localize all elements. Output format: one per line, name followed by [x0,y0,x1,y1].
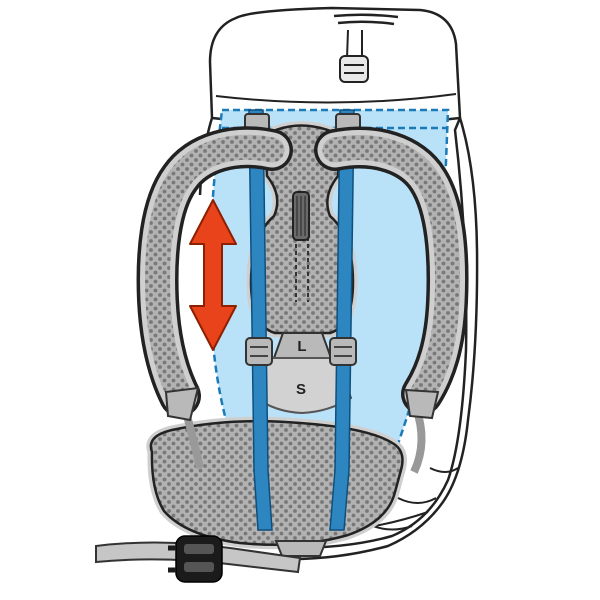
adjustment-arrow-shape [189,199,237,351]
strap-end-hardware [164,386,440,474]
lid-panel [208,6,462,127]
hip-belt-buckle-icon [168,535,223,583]
right-blue-strap [329,109,355,531]
left-ladderlock [245,337,273,366]
lid-seam [215,93,457,104]
right-strap-adjuster [404,388,440,420]
pad-dashed-slot [295,230,309,302]
left-strap-adjuster [164,386,200,422]
lid-top-strap-buckle [339,29,369,83]
adjustment-arrow [189,199,237,351]
left-blue-strap [248,109,273,531]
size-large-label: L [297,338,306,355]
lid-handle [333,13,399,26]
size-small-label: S [296,381,306,398]
shoulder-straps [136,126,469,417]
top-buckle-icon [339,55,369,83]
blue-webbing-straps [248,109,355,531]
lumbar-center-tab [274,540,328,557]
left-shoulder-strap-mesh [145,134,285,409]
strap-hardware [244,113,361,366]
pack-right-side [290,114,479,561]
hip-belt [95,535,302,583]
size-large-tab: L [272,332,333,359]
lumbar-pad-mesh [149,419,404,547]
right-shoulder-strap-mesh [322,135,461,407]
right-ladderlock [329,337,357,366]
